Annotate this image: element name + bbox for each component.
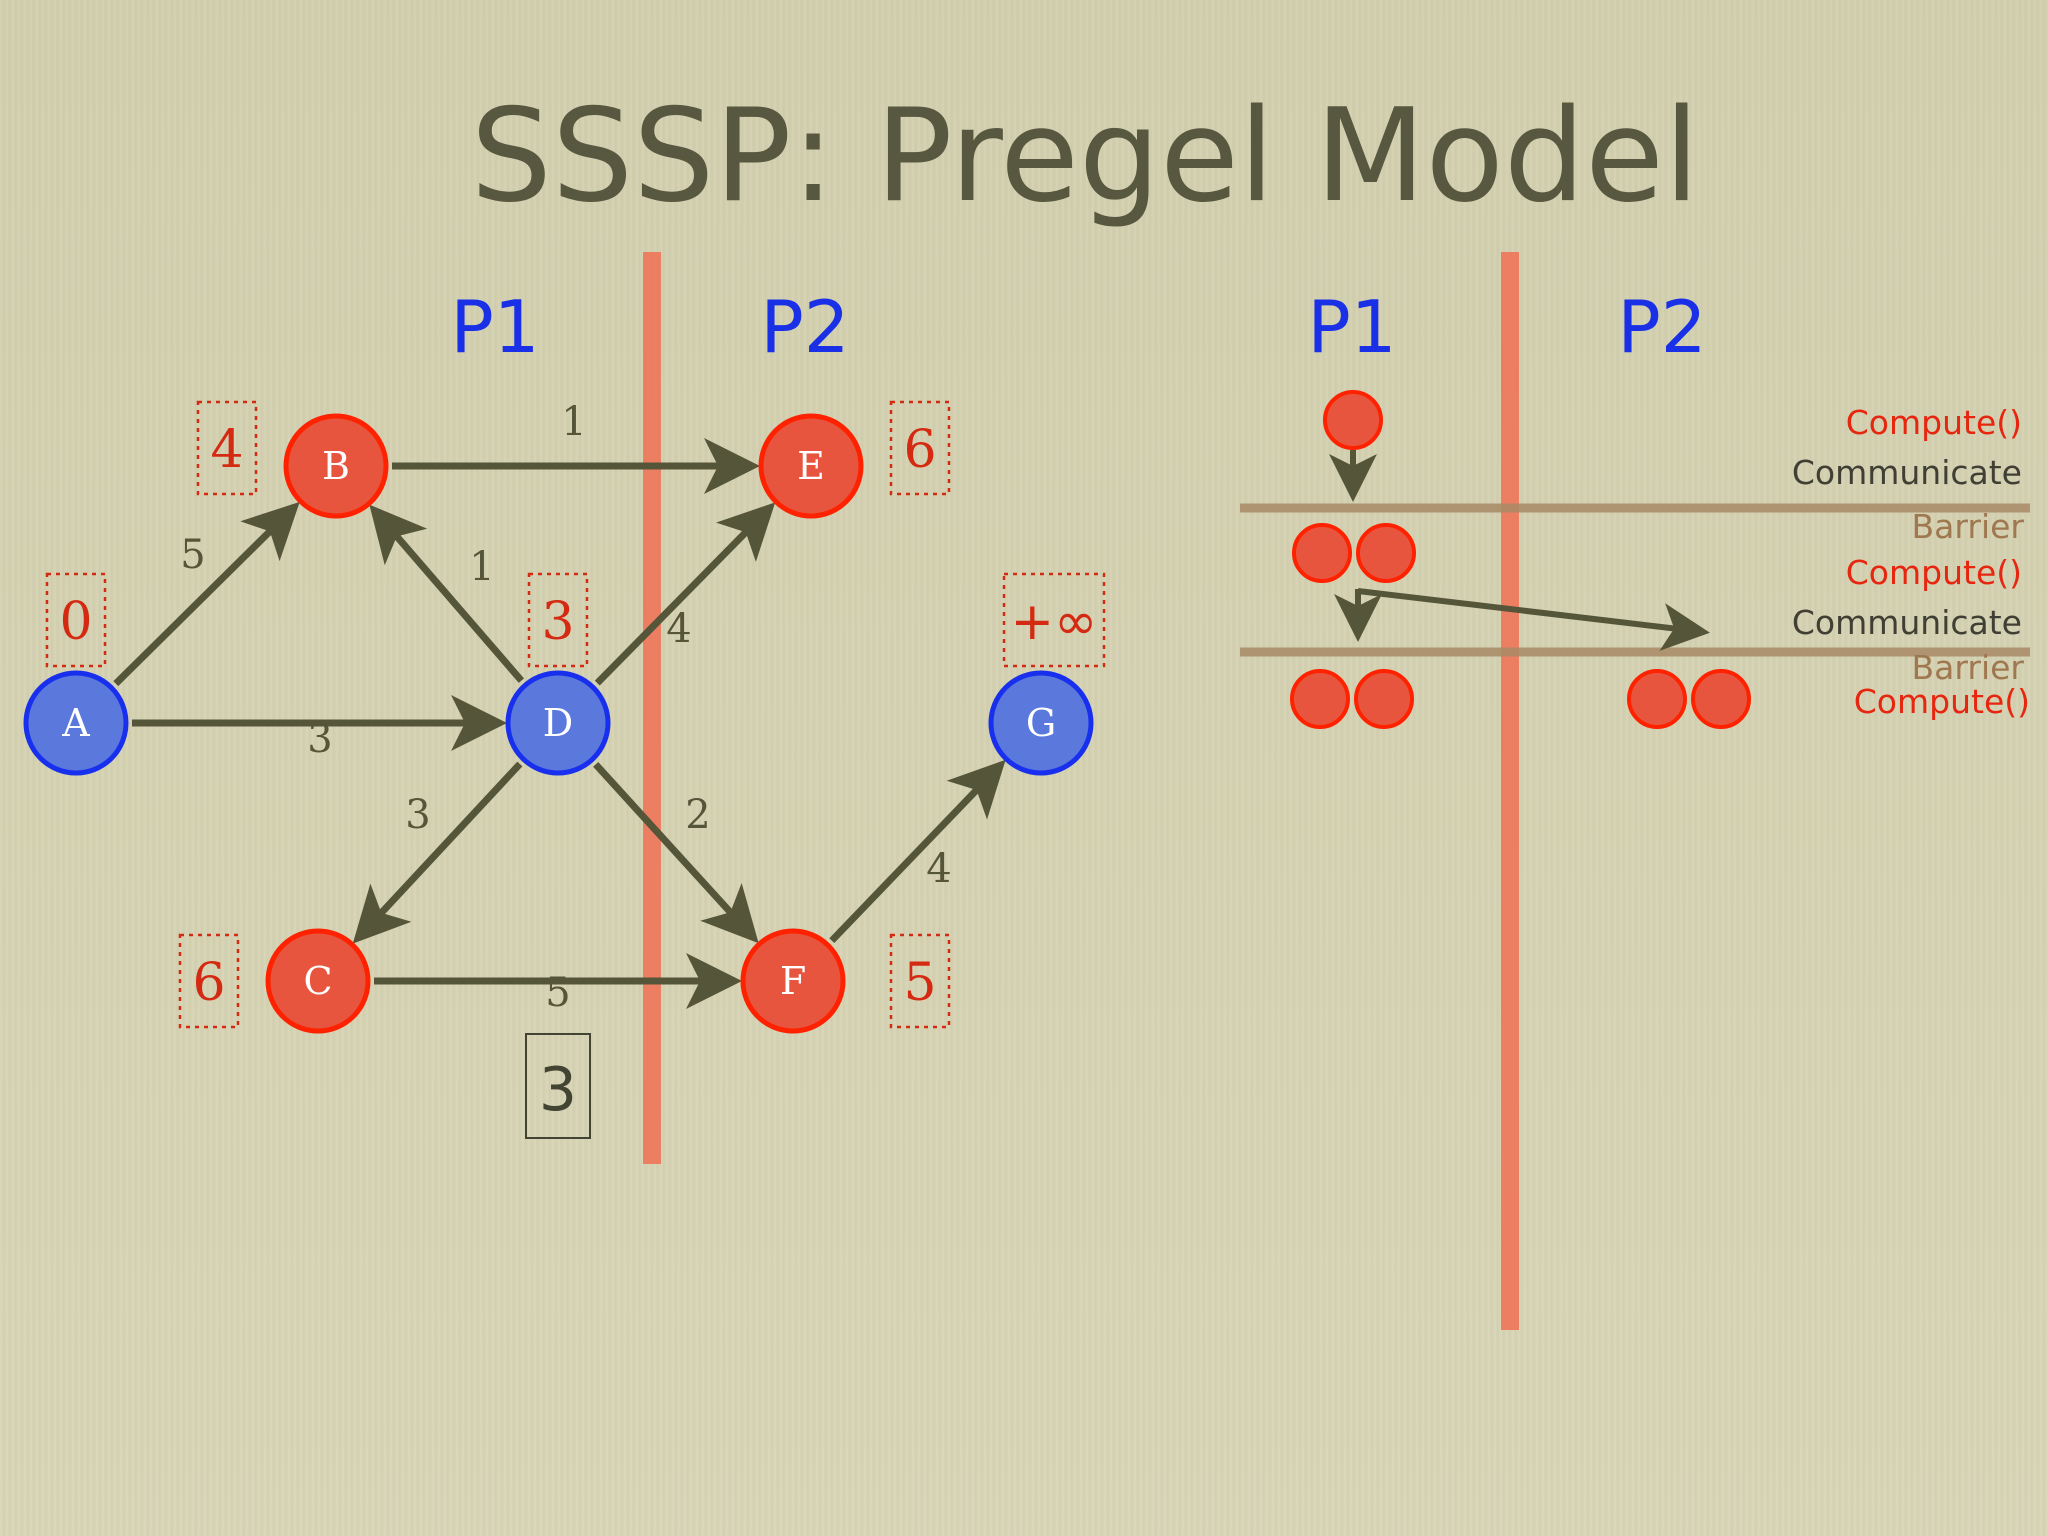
slide-title: SSSP: Pregel Model — [471, 82, 1700, 231]
edge-weight-f-g: 4 — [926, 846, 951, 892]
edge-weight-d-c: 3 — [405, 792, 430, 838]
distance-box-g — [1002, 572, 1106, 668]
node-circle-c — [265, 928, 371, 1034]
edge-weight-b-e: 1 — [561, 399, 586, 445]
phase-label-communicate-1: Communicate — [1792, 453, 2022, 492]
edge-weight-a-d: 3 — [307, 716, 332, 762]
graph-partition-divider — [643, 252, 661, 1164]
distance-box-e — [889, 400, 951, 496]
phase-label-barrier-2: Barrier — [1912, 648, 2025, 687]
edge-weight-d-e: 4 — [666, 606, 691, 652]
graph-nodes: A B C D E F G — [23, 413, 1094, 1034]
node-label-a: A — [61, 701, 90, 745]
node-label-b: B — [322, 444, 350, 488]
edge-d-f — [593, 762, 759, 944]
node-e: E — [758, 413, 864, 519]
phase-label-compute-2: Compute() — [1846, 553, 2022, 592]
distance-value-a: 0 — [59, 592, 92, 652]
node-b: B — [283, 413, 389, 519]
timeline-vertex-step2-p1-a — [1292, 523, 1352, 583]
node-circle-g — [988, 670, 1094, 776]
node-circle-f — [740, 928, 846, 1034]
graph-edge-weights: 5 3 1 1 4 3 2 5 4 — [180, 399, 951, 1016]
edge-d-b — [369, 504, 525, 683]
timeline-partition-label-p1: P1 — [1307, 285, 1396, 369]
node-circle-a — [23, 670, 129, 776]
distance-value-g: +∞ — [1011, 592, 1098, 652]
distance-value-d: 3 — [541, 592, 574, 652]
edge-weight-d-b: 1 — [469, 544, 494, 590]
node-label-c: C — [303, 959, 332, 1003]
node-label-e: E — [797, 444, 825, 488]
timeline-vertices — [1290, 390, 1751, 729]
node-label-d: D — [543, 701, 573, 745]
timeline-partition-divider — [1501, 252, 1519, 1330]
node-circle-d — [505, 670, 611, 776]
phase-label-compute-1: Compute() — [1846, 403, 2022, 442]
node-circle-b — [283, 413, 389, 519]
timeline-vertex-step3-p2-a — [1627, 669, 1687, 729]
node-d: D — [505, 670, 611, 776]
step-counter-value: 3 — [539, 1055, 577, 1125]
distance-value-f: 5 — [903, 953, 936, 1013]
timeline-vertex-step2-p1-b — [1356, 523, 1416, 583]
timeline-partition-label-p2: P2 — [1617, 285, 1706, 369]
node-label-f: F — [780, 959, 806, 1003]
node-f: F — [740, 928, 846, 1034]
phase-label-communicate-2: Communicate — [1792, 603, 2022, 642]
timeline-message-arrow-cross-partition — [1357, 588, 1710, 651]
timeline-vertex-step3-p2-b — [1691, 669, 1751, 729]
edge-d-c — [352, 761, 523, 944]
edge-d-e — [594, 502, 776, 686]
timeline-vertex-step3-p1-a — [1290, 669, 1350, 729]
edge-f-g — [829, 759, 1006, 944]
distance-box-b — [196, 400, 258, 496]
edge-a-b — [113, 501, 300, 687]
node-label-g: G — [1026, 701, 1056, 745]
node-a: A — [23, 670, 129, 776]
graph-edges — [113, 438, 1006, 1009]
timeline-vertex-step3-p1-b — [1354, 669, 1414, 729]
distance-value-b: 4 — [210, 420, 243, 480]
graph-partition-label-p2: P2 — [760, 285, 849, 369]
distance-box-d — [527, 572, 589, 668]
distance-box-f — [889, 933, 951, 1029]
step-counter-box — [525, 1033, 591, 1139]
distance-value-c: 6 — [192, 953, 225, 1013]
phase-label-barrier-1: Barrier — [1912, 507, 2025, 546]
edge-weight-d-f: 2 — [685, 792, 710, 838]
graph-partition-label-p1: P1 — [450, 285, 539, 369]
graph-distance-labels: 0 4 6 3 6 5 +∞ — [45, 400, 1106, 1029]
node-circle-e — [758, 413, 864, 519]
edge-weight-c-f: 5 — [545, 970, 570, 1016]
timeline-vertex-step1-p1 — [1323, 390, 1383, 450]
node-g: G — [988, 670, 1094, 776]
node-c: C — [265, 928, 371, 1034]
phase-label-compute-3: Compute() — [1854, 682, 2030, 721]
distance-box-c — [178, 933, 240, 1029]
edge-weight-a-b: 5 — [180, 532, 205, 578]
distance-box-a — [45, 572, 107, 668]
distance-value-e: 6 — [903, 420, 936, 480]
